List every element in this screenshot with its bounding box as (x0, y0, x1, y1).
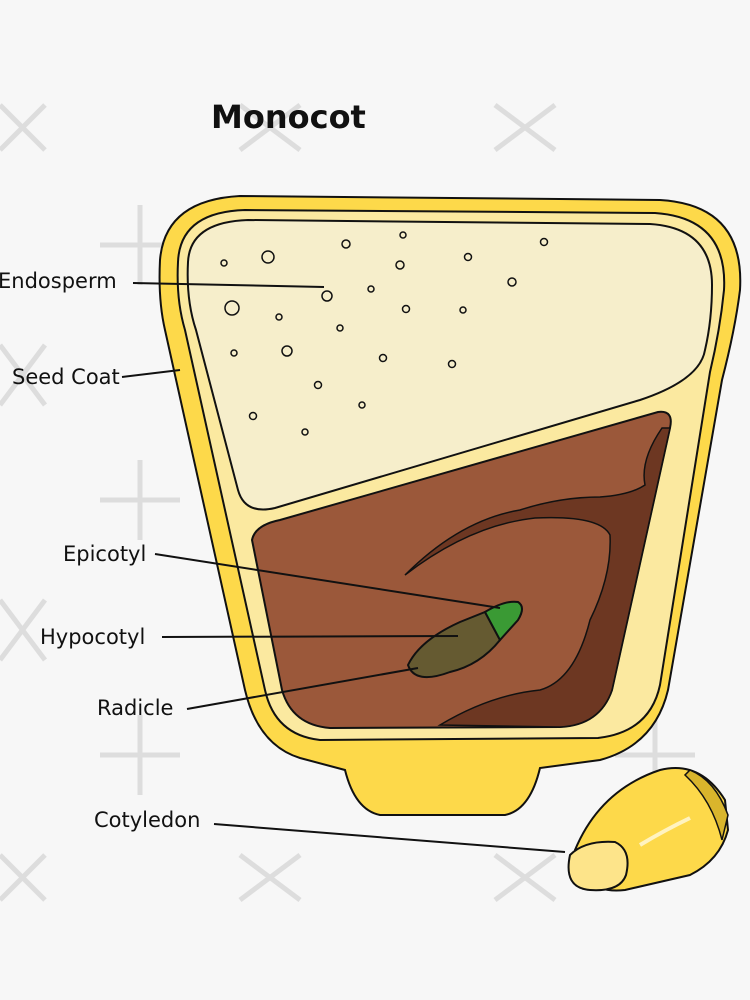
endosperm (186, 218, 714, 511)
label-epicotyl: Epicotyl (63, 542, 147, 566)
hypocotyl (406, 610, 502, 679)
embryo-shadow (404, 427, 671, 728)
label-radicle: Radicle (97, 696, 174, 720)
cotyledon-illustration (567, 767, 730, 892)
epicotyl (483, 600, 523, 642)
label-cotyledon: Cotyledon (94, 808, 201, 832)
label-seed-coat: Seed Coat (12, 365, 120, 389)
starch-granules (220, 231, 549, 436)
leader-lines (121, 282, 566, 853)
diagram-title: Monocot (211, 98, 366, 136)
label-endosperm: Endosperm (0, 269, 117, 293)
label-hypocotyl: Hypocotyl (40, 625, 146, 649)
